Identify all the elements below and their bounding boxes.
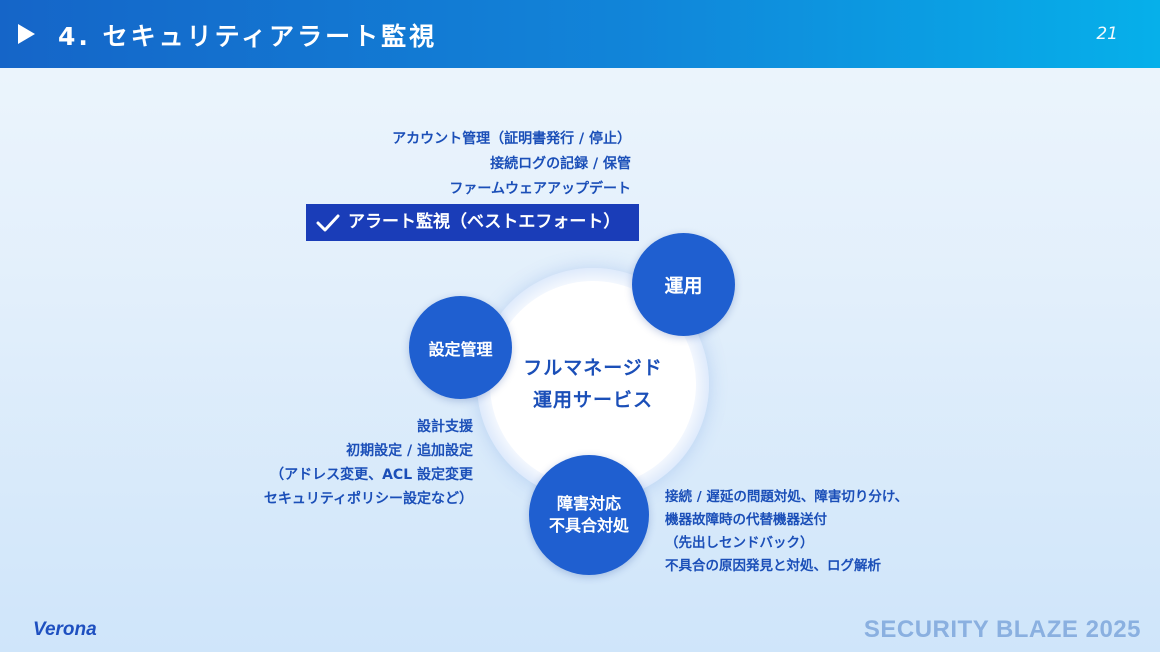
operations-item: アカウント管理（証明書発行 / 停止） bbox=[392, 131, 631, 147]
company-logo: Verona bbox=[33, 619, 97, 640]
center-label-line2: 運用サービス bbox=[532, 389, 653, 411]
operations-list: アカウント管理（証明書発行 / 停止） 接続ログの記録 / 保管 ファームウェア… bbox=[392, 127, 631, 202]
operations-bubble-label: 運用 bbox=[664, 275, 703, 297]
header-bar: 4. セキュリティアラート監視 21 bbox=[0, 0, 1160, 68]
center-label-line1: フルマネージド bbox=[523, 357, 663, 379]
settings-bubble: 設定管理 bbox=[409, 296, 512, 399]
operations-bubble: 運用 bbox=[632, 233, 735, 336]
settings-item: （アドレス変更、ACL 設定変更 bbox=[270, 467, 473, 483]
fault-item: 不具合の原因発見と対処、ログ解析 bbox=[665, 558, 881, 574]
page-number: 21 bbox=[1096, 24, 1118, 44]
page-title: 4. セキュリティアラート監視 bbox=[58, 22, 438, 51]
fault-list: 接続 / 遅延の問題対処、障害切り分け、 機器故障時の代替機器送付 （先出しセン… bbox=[665, 486, 908, 578]
fault-bubble: 障害対応 不具合対処 bbox=[529, 455, 649, 575]
settings-item: 初期設定 / 追加設定 bbox=[346, 443, 473, 459]
alert-monitoring-highlight: アラート監視（ベストエフォート） bbox=[306, 204, 639, 241]
fault-item: （先出しセンドバック） bbox=[665, 535, 814, 551]
highlight-label: アラート監視（ベストエフォート） bbox=[348, 212, 621, 232]
event-name: SECURITY BLAZE 2025 bbox=[863, 616, 1141, 643]
operations-item: 接続ログの記録 / 保管 bbox=[490, 156, 631, 172]
settings-bubble-label: 設定管理 bbox=[428, 339, 493, 359]
center-label: フルマネージド 運用サービス bbox=[490, 352, 696, 416]
settings-list: 設計支援 初期設定 / 追加設定 （アドレス変更、ACL 設定変更 セキュリティ… bbox=[264, 415, 473, 511]
check-icon bbox=[316, 214, 340, 232]
fault-item: 機器故障時の代替機器送付 bbox=[665, 512, 827, 528]
settings-item: セキュリティポリシー設定など） bbox=[263, 491, 473, 507]
fault-item: 接続 / 遅延の問題対処、障害切り分け、 bbox=[665, 489, 909, 505]
play-triangle-icon bbox=[18, 24, 35, 44]
settings-item: 設計支援 bbox=[417, 419, 473, 435]
fault-bubble-line1: 障害対応 bbox=[556, 494, 621, 513]
operations-item: ファームウェアアップデート bbox=[449, 181, 631, 197]
fault-bubble-line2: 不具合対処 bbox=[548, 516, 629, 535]
